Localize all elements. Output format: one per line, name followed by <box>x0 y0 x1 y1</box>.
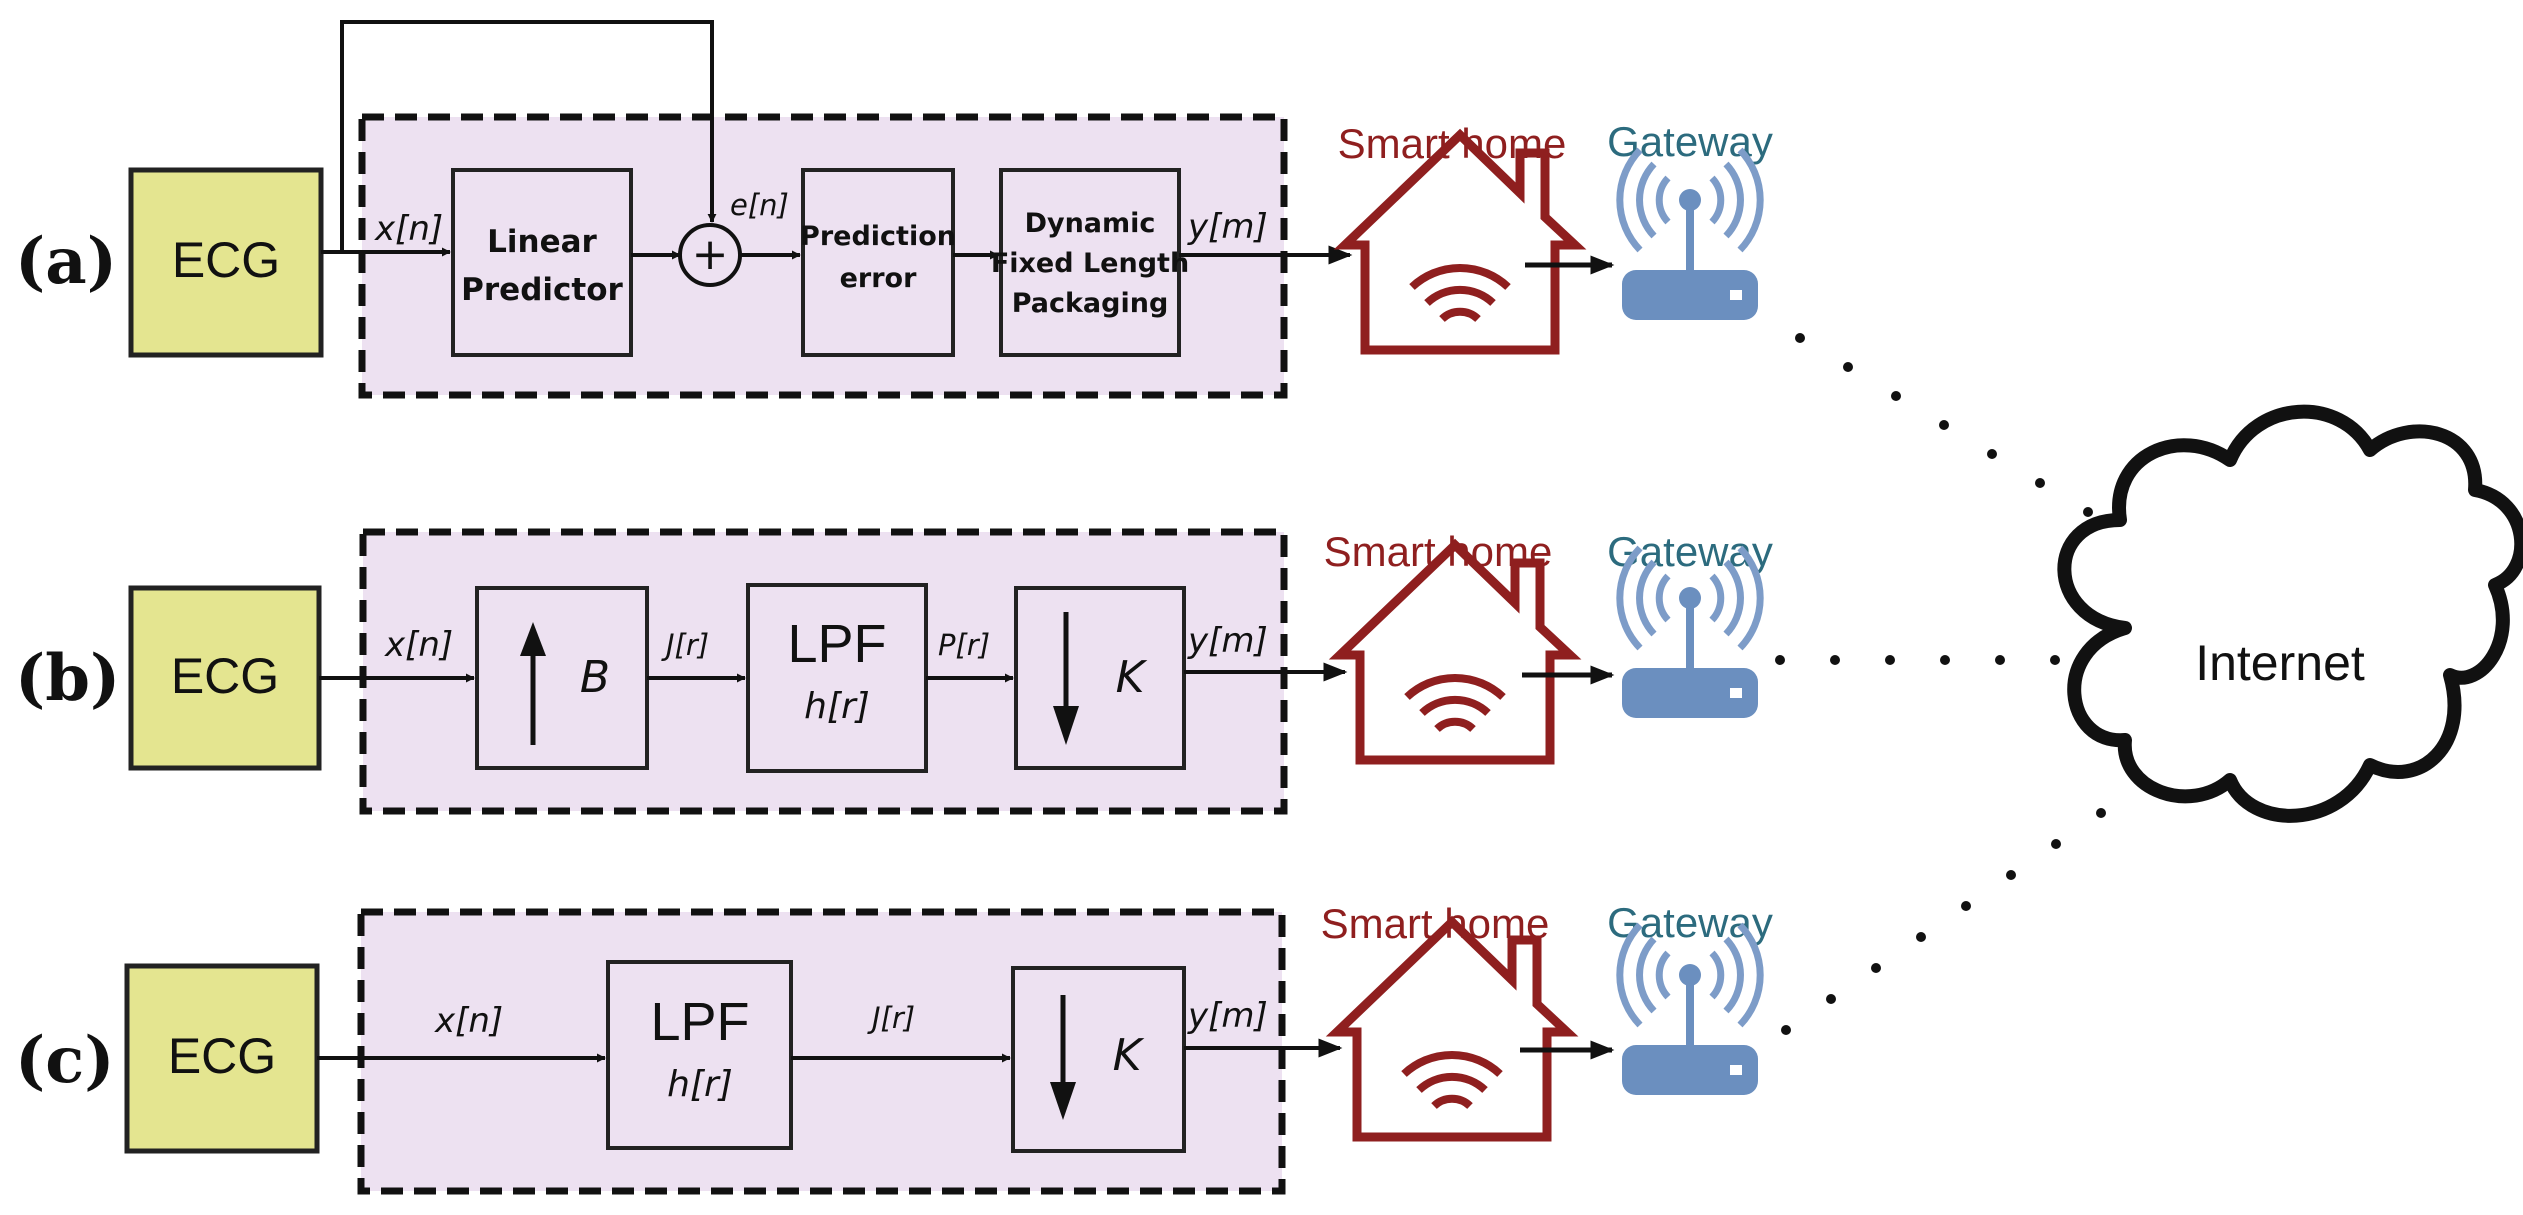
router-icon <box>1620 925 1760 1095</box>
prediction-error-line1: Prediction <box>800 221 956 252</box>
signal-y-c: y[m] <box>1187 996 1268 1036</box>
signal-p-b: P[r] <box>938 628 990 662</box>
panel-b: (b) ECG x[n] B J[r] LPF h[r] P[r] K y[m]… <box>15 528 1773 815</box>
ecg-label-b: ECG <box>171 648 279 704</box>
cloud-icon <box>2057 404 2523 823</box>
internet-links <box>1775 333 2106 1035</box>
prediction-error-block <box>801 168 955 357</box>
lpf-response-c: h[r] <box>667 1064 733 1105</box>
prediction-error-line2: error <box>840 263 917 294</box>
panel-label-a: (a) <box>15 224 117 299</box>
down-arrow-head-c <box>1050 1082 1076 1120</box>
lpf-response-b: h[r] <box>804 686 870 727</box>
lpf-label-b: LPF <box>787 614 886 674</box>
smart-home-icon <box>1337 922 1567 1137</box>
internet-label: Internet <box>2195 635 2365 691</box>
linear-predictor-line1: Linear <box>487 224 597 260</box>
upsampler-block <box>475 586 649 770</box>
upsample-factor: B <box>580 652 610 703</box>
signal-j-b: J[r] <box>661 628 709 662</box>
ecg-block-c <box>124 963 320 1154</box>
down-arrow-head-b <box>1053 706 1079 745</box>
feedback-path-a <box>340 20 717 252</box>
lpf-block-b <box>746 583 928 773</box>
sum-symbol: + <box>692 229 729 280</box>
router-icon <box>1620 150 1760 320</box>
packaging-block <box>999 168 1181 357</box>
ecg-label-a: ECG <box>172 232 280 288</box>
linear-predictor-block <box>451 168 633 357</box>
downsampler-block-b <box>1014 586 1186 770</box>
up-arrow-head <box>520 622 546 656</box>
downsample-factor-b: K <box>1116 652 1148 703</box>
signal-j-c: J[r] <box>867 1001 915 1035</box>
smart-home-icon <box>1345 135 1575 350</box>
signal-y-a: y[m] <box>1187 207 1268 247</box>
lpf-block-c <box>606 960 793 1150</box>
downsampler-block-c <box>1011 966 1186 1153</box>
gateway-label-b: Gateway <box>1607 528 1773 575</box>
signal-y-b: y[m] <box>1187 621 1268 661</box>
panel-label-c: (c) <box>15 1023 115 1098</box>
ecg-block-a <box>128 167 324 358</box>
signal-x-b: x[n] <box>384 625 453 665</box>
downsample-factor-c: K <box>1113 1030 1145 1081</box>
packaging-line3: Packaging <box>1012 288 1169 319</box>
panel-label-b: (b) <box>15 641 120 716</box>
signal-x-c: x[n] <box>434 1001 503 1041</box>
lpf-label-c: LPF <box>650 992 749 1052</box>
panel-a: (a) ECG x[n] Linear Predictor + e[n] Pre… <box>15 20 1773 399</box>
packaging-line1: Dynamic <box>1025 208 1156 239</box>
signal-x-a: x[n] <box>374 209 443 249</box>
smart-home-icon <box>1340 545 1570 760</box>
ecg-label-c: ECG <box>168 1028 276 1084</box>
signal-e-a: e[n] <box>730 188 789 222</box>
gateway-label-c: Gateway <box>1607 899 1773 946</box>
linear-predictor-line2: Predictor <box>461 272 623 308</box>
packaging-line2: Fixed Length <box>991 248 1189 279</box>
panel-c: (c) ECG x[n] LPF h[r] J[r] K y[m] Smart … <box>15 899 1773 1195</box>
